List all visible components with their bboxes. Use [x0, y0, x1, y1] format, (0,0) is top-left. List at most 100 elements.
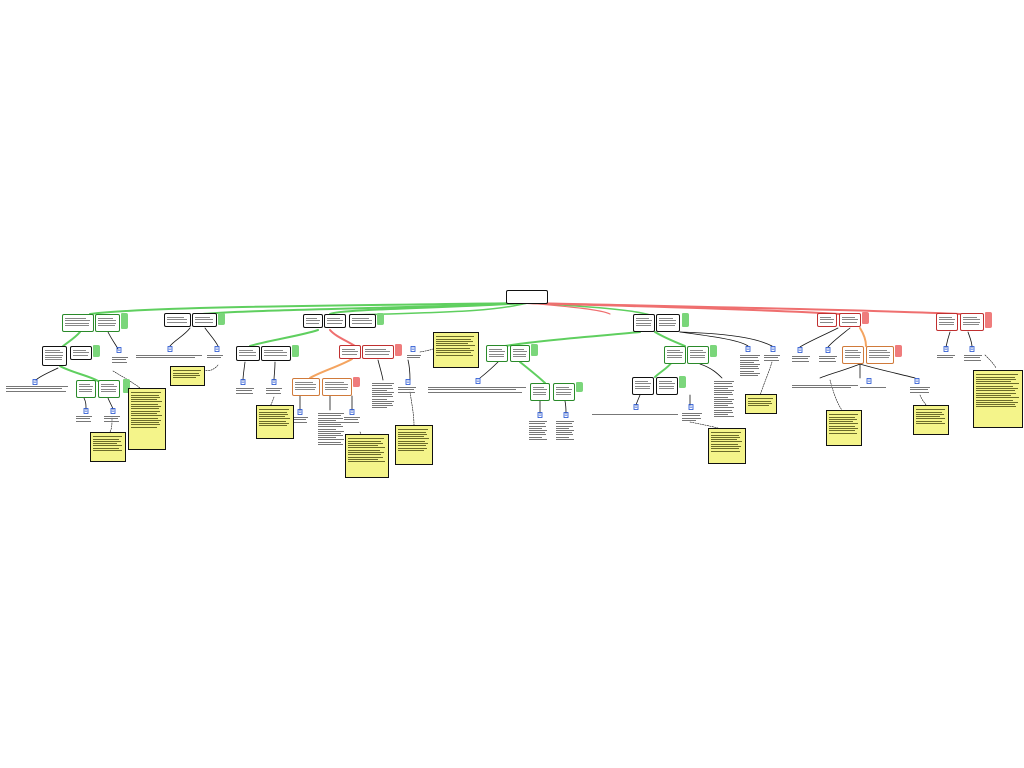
- support-tab[interactable]: [93, 345, 100, 357]
- text-lines: [346, 435, 388, 466]
- annotation-note[interactable]: [90, 432, 126, 462]
- supporting-reason[interactable]: [633, 314, 655, 332]
- annotation-note[interactable]: [170, 366, 205, 386]
- objection-tab[interactable]: [862, 312, 869, 324]
- annotation-note[interactable]: [395, 425, 433, 465]
- source-icon[interactable]: [770, 346, 776, 352]
- annotation-note[interactable]: [345, 434, 389, 478]
- supporting-reason[interactable]: [42, 346, 67, 366]
- objection-tab[interactable]: [395, 344, 402, 356]
- support-tab[interactable]: [218, 313, 225, 325]
- objection-reason[interactable]: [936, 313, 958, 331]
- source-icon[interactable]: [83, 408, 89, 414]
- objection-reason[interactable]: [817, 313, 837, 327]
- rebuttal-reason[interactable]: [292, 378, 320, 396]
- supporting-reason[interactable]: [486, 345, 508, 362]
- source-icon[interactable]: [271, 379, 277, 385]
- source-icon[interactable]: [110, 408, 116, 414]
- supporting-reason[interactable]: [530, 383, 550, 401]
- source-icon[interactable]: [633, 404, 639, 410]
- source-icon[interactable]: [563, 412, 569, 418]
- rebuttal-reason[interactable]: [866, 346, 894, 364]
- link: [967, 331, 973, 348]
- annotation-note[interactable]: [913, 405, 949, 435]
- source-icon[interactable]: [943, 346, 949, 352]
- supporting-reason[interactable]: [510, 345, 530, 362]
- support-tab[interactable]: [710, 345, 717, 357]
- supporting-reason[interactable]: [76, 380, 96, 398]
- source-icon[interactable]: [405, 379, 411, 385]
- objection-reason[interactable]: [362, 345, 394, 359]
- supporting-reason[interactable]: [324, 314, 346, 328]
- supporting-reason[interactable]: [303, 314, 323, 328]
- objection-tab[interactable]: [985, 312, 992, 328]
- source-icon[interactable]: [475, 378, 481, 384]
- annotation-note[interactable]: [256, 405, 294, 439]
- text-lines: [817, 353, 839, 365]
- rebuttal-reason[interactable]: [842, 346, 864, 364]
- link: [819, 363, 861, 379]
- annotation-note[interactable]: [826, 410, 862, 446]
- objection-reason[interactable]: [839, 313, 861, 327]
- objection-reason[interactable]: [960, 313, 984, 331]
- source-icon[interactable]: [167, 346, 173, 352]
- supporting-reason[interactable]: [70, 346, 92, 360]
- source-text: [290, 414, 310, 424]
- supporting-reason[interactable]: [95, 314, 120, 332]
- supporting-reason[interactable]: [664, 346, 686, 364]
- root-claim[interactable]: [506, 290, 548, 304]
- text-lines: [264, 385, 284, 397]
- support-link: [654, 361, 673, 378]
- support-tab[interactable]: [531, 344, 538, 356]
- supporting-reason[interactable]: [632, 377, 654, 395]
- objection-reason[interactable]: [339, 345, 361, 359]
- annotation-note[interactable]: [708, 428, 746, 464]
- support-tab[interactable]: [121, 313, 128, 329]
- annotation-note[interactable]: [745, 394, 777, 414]
- annotation-note[interactable]: [973, 370, 1023, 428]
- rebuttal-reason[interactable]: [322, 378, 352, 396]
- source-icon[interactable]: [797, 347, 803, 353]
- source-icon[interactable]: [32, 379, 38, 385]
- rebuttal-tab[interactable]: [353, 377, 360, 387]
- rebuttal-tab[interactable]: [895, 345, 902, 357]
- source-icon[interactable]: [745, 346, 751, 352]
- source-icon[interactable]: [914, 378, 920, 384]
- source-icon[interactable]: [240, 379, 246, 385]
- support-tab[interactable]: [123, 379, 130, 393]
- source-icon[interactable]: [537, 412, 543, 418]
- source-text: [817, 353, 839, 365]
- link: [679, 331, 773, 347]
- supporting-reason[interactable]: [236, 346, 260, 361]
- support-tab[interactable]: [292, 345, 299, 357]
- source-icon[interactable]: [825, 347, 831, 353]
- source-icon[interactable]: [214, 346, 220, 352]
- source-icon[interactable]: [866, 378, 872, 384]
- source-icon[interactable]: [297, 409, 303, 415]
- supporting-reason[interactable]: [656, 377, 678, 395]
- annotation-note[interactable]: [433, 332, 479, 368]
- rebuttal-link: [859, 327, 867, 347]
- source-icon[interactable]: [688, 404, 694, 410]
- supporting-reason[interactable]: [62, 314, 94, 332]
- source-text: [405, 352, 423, 360]
- supporting-reason[interactable]: [98, 380, 120, 398]
- text-lines: [840, 314, 860, 326]
- support-tab[interactable]: [377, 313, 384, 325]
- supporting-reason[interactable]: [687, 346, 709, 364]
- source-icon[interactable]: [410, 346, 416, 352]
- annotation-note[interactable]: [128, 388, 166, 450]
- support-tab[interactable]: [682, 313, 689, 327]
- source-icon[interactable]: [116, 347, 122, 353]
- source-icon[interactable]: [349, 409, 355, 415]
- link: [107, 331, 119, 350]
- supporting-reason[interactable]: [553, 383, 575, 401]
- supporting-reason[interactable]: [192, 313, 217, 327]
- support-tab[interactable]: [679, 376, 686, 388]
- supporting-reason[interactable]: [261, 346, 291, 361]
- supporting-reason[interactable]: [349, 314, 376, 328]
- source-icon[interactable]: [969, 346, 975, 352]
- support-tab[interactable]: [576, 382, 583, 392]
- supporting-reason[interactable]: [656, 314, 680, 332]
- supporting-reason[interactable]: [164, 313, 191, 327]
